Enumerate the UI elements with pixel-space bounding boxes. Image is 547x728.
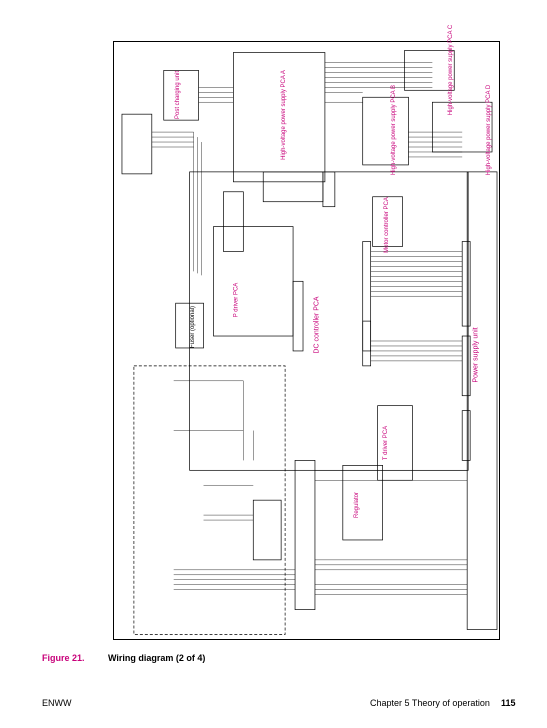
hv-left-box [121, 113, 153, 175]
hv-pca-d-label: High-voltage power supply PCA D [486, 84, 493, 176]
regulator-box [342, 465, 383, 541]
hv-pca-b-label: High-voltage power supply PCA B [391, 84, 398, 176]
p-driver-box [213, 226, 294, 337]
regulator-label: Regulator [354, 491, 361, 519]
motor-controller-box [372, 196, 403, 247]
motor-controller-label: Motor controller PCA [383, 197, 390, 253]
hv-pca-c-label: High-voltage power supply PCA C [448, 24, 455, 116]
dashed-region [133, 365, 286, 635]
page-number: 115 [501, 698, 516, 708]
dc-controller-box [189, 171, 469, 471]
power-supply-box [466, 171, 498, 630]
hv-pca-a-label: High-voltage power supply PCA A [280, 70, 287, 160]
hv-pca-a-box [233, 52, 326, 183]
wiring-diagram-frame: High-voltage power supply PCA A High-vol… [113, 25, 500, 640]
t-driver-label: T driver PCA [383, 425, 390, 461]
hv-pca-c-box [404, 50, 455, 91]
footer-chapter: Chapter 5 Theory of operation [370, 698, 490, 708]
dc-controller-label: DC controller PCA [313, 296, 321, 354]
figure-title: Wiring diagram (2 of 4) [108, 653, 206, 663]
power-supply-label: Power supply unit [472, 327, 480, 383]
fuser-label: Fuser (optional) [190, 305, 197, 349]
figure-number: Figure 21. [42, 653, 85, 663]
footer-left: ENWW [42, 698, 72, 708]
fuser-box [175, 302, 204, 349]
post-charging-label: Post charging unit [175, 70, 182, 120]
hv-pca-d-box [431, 101, 493, 153]
p-driver-label: P driver PCA [233, 282, 240, 318]
hv-pca-b-box [362, 96, 409, 166]
wiring-diagram [121, 50, 498, 635]
post-charging-box [163, 70, 199, 121]
